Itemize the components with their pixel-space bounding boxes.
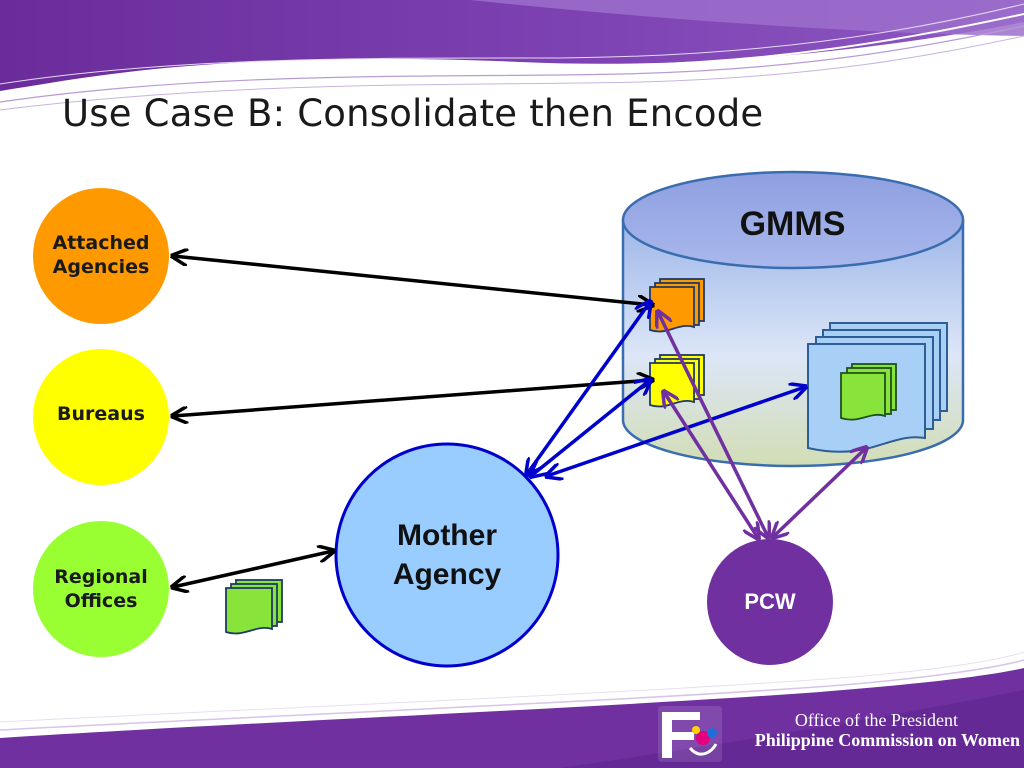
slide-title: Use Case B: Consolidate then Encode bbox=[62, 92, 764, 135]
mother-agency-label-line1: Mother bbox=[397, 519, 497, 552]
pcw-node bbox=[707, 539, 833, 665]
bureaus-label-text: Bureaus bbox=[57, 403, 145, 426]
footer-office-text: Office of the President bbox=[794, 710, 958, 730]
attached-agencies-label: Attached Agencies bbox=[33, 222, 169, 290]
pcw-label: PCW bbox=[720, 586, 820, 618]
regional-offices-label-line2: Offices bbox=[64, 590, 138, 612]
regional-offices-node bbox=[33, 521, 169, 657]
attached-agencies-label-line2: Agencies bbox=[52, 256, 150, 278]
arrow-regional-mother bbox=[173, 551, 333, 587]
orange-document-icon bbox=[649, 278, 705, 333]
arrow-pcw-yellow-doc bbox=[664, 392, 758, 538]
green-document-icon-gmms bbox=[840, 363, 897, 421]
attached-agencies-label-line1: Attached bbox=[52, 232, 150, 255]
regional-offices-label-line1: Regional bbox=[54, 566, 148, 589]
yellow-document-icon bbox=[649, 354, 705, 408]
regional-offices-label: Regional Offices bbox=[33, 558, 169, 622]
mother-agency-label-line2: Agency bbox=[392, 558, 502, 591]
mother-agency-label: Mother Agency bbox=[357, 510, 537, 600]
header-decoration bbox=[0, 0, 1024, 111]
arrow-pcw-consolidated bbox=[773, 448, 866, 537]
gmms-label: GMMS bbox=[739, 205, 846, 243]
bureaus-label: Bureaus bbox=[33, 398, 169, 432]
consolidated-document-stack-icon bbox=[807, 322, 948, 453]
attached-agencies-node bbox=[33, 188, 169, 324]
green-document-icon-regional bbox=[225, 579, 283, 635]
footer-decoration bbox=[0, 651, 1024, 768]
bureaus-node bbox=[33, 349, 169, 485]
footer-commission-text: Philippine Commission on Women bbox=[754, 730, 1020, 750]
pcw-label-text: PCW bbox=[744, 589, 796, 615]
arrow-attached-gmms bbox=[173, 256, 652, 305]
pcw-logo-icon bbox=[658, 706, 722, 762]
